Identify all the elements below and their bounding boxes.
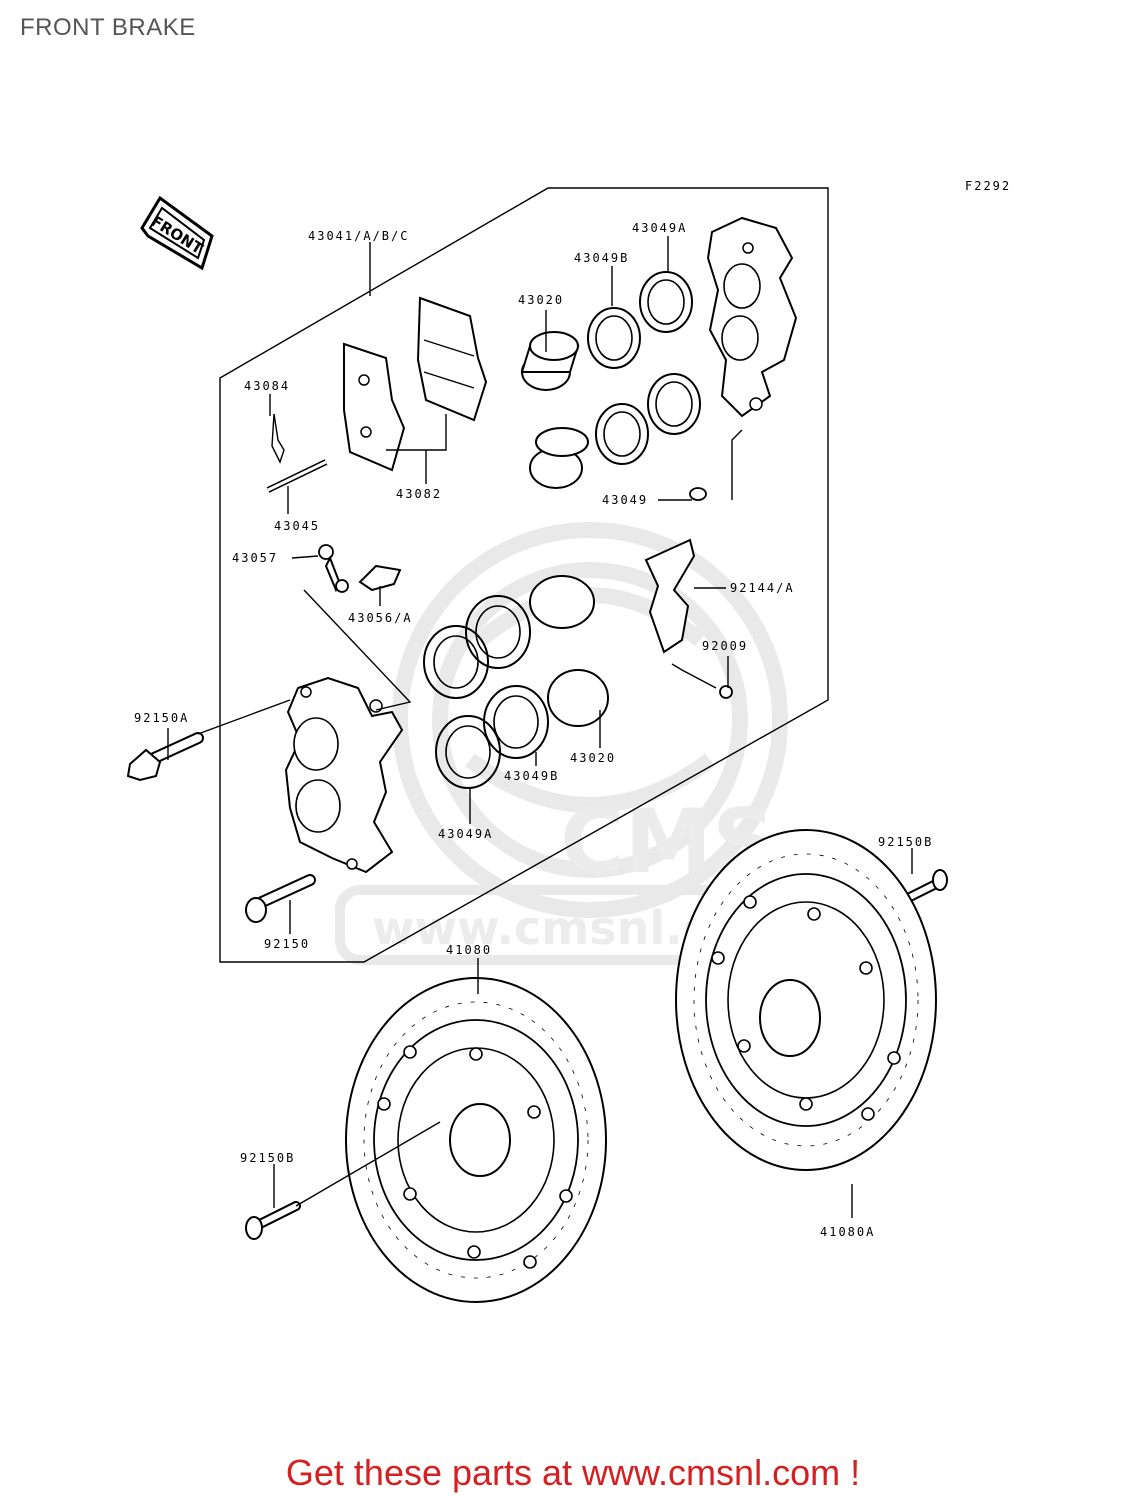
caliper-inner-half	[284, 676, 404, 874]
pistons-seals-bottom	[423, 575, 609, 789]
parts-diagram: CMS www.cmsnl.com FRONT F2292	[126, 179, 1011, 1303]
label-pin-clip: 43084	[244, 379, 290, 393]
label-disc-bolt-left: 92150B	[240, 1151, 295, 1165]
label-mount-bolt-a: 92150A	[134, 711, 189, 725]
promo-banner[interactable]: Get these parts at www.cmsnl.com !	[285, 1452, 861, 1493]
label-disc-right: 41080A	[820, 1225, 875, 1239]
front-arrow-icon: FRONT	[140, 195, 214, 271]
pistons-seals-top	[520, 271, 707, 501]
small-hardware	[266, 413, 733, 699]
label-pad-set: 43082	[396, 487, 442, 501]
label-piston-seal-b-top: 43049B	[574, 251, 629, 265]
label-piston-bottom: 43020	[570, 751, 616, 765]
label-piston-seal-b-bottom: 43049B	[504, 769, 559, 783]
brake-disc-left	[345, 977, 607, 1303]
label-disc-bolt-right: 92150B	[878, 835, 933, 849]
caliper-outer-half	[706, 216, 798, 418]
label-caliper-assembly: 43041/A/B/C	[308, 229, 409, 243]
label-piston-top: 43020	[518, 293, 564, 307]
watermark-logo: CMS www.cmsnl.com	[335, 522, 865, 965]
leader-lines	[167, 236, 913, 1218]
label-small-bolt: 92009	[702, 639, 748, 653]
figure-code: F2292	[965, 179, 1011, 193]
label-mount-bolt: 92150	[264, 937, 310, 951]
label-piston-seal-a-top: 43049A	[632, 221, 687, 235]
page-title: FRONT BRAKE	[20, 14, 196, 41]
brake-disc-right	[675, 829, 937, 1171]
label-piston-seal-a-bottom: 43049A	[438, 827, 493, 841]
label-pad-spring: 92144/A	[730, 581, 795, 595]
part-labels: 43041/A/B/C 43049A 43049B 43020 43084 43…	[134, 221, 933, 1239]
label-bleeder-cap: 43057	[232, 551, 278, 565]
label-pad-pin: 43045	[274, 519, 320, 533]
assembly-frame	[219, 187, 829, 963]
label-body-seal: 43049	[602, 493, 648, 507]
label-bleeder-valve: 43056/A	[348, 611, 413, 625]
label-disc-left: 41080	[446, 943, 492, 957]
brake-pad-set	[343, 296, 488, 472]
